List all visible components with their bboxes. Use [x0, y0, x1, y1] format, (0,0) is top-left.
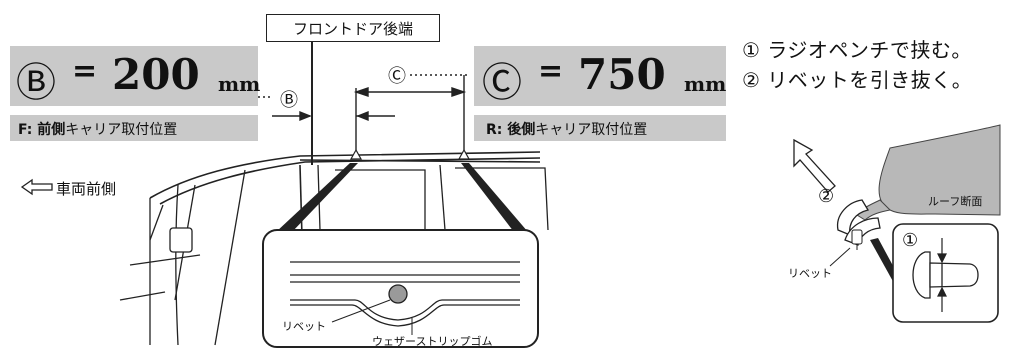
- dimension-c: [353, 74, 470, 150]
- rear-carrier-value-box: [474, 46, 726, 106]
- front-carrier-symbol: Ⓑ: [16, 60, 56, 106]
- front-carrier-value: 200: [112, 50, 200, 99]
- detail-rivet-label: リベット: [282, 320, 326, 333]
- front-carrier-caption-box: [10, 115, 258, 141]
- instruction-step-1: ① ラジオペンチで挟む。: [742, 38, 972, 62]
- front-carrier-caption: F: 前側キャリア取付位置: [18, 122, 178, 138]
- rear-carrier-equals: =: [538, 54, 564, 89]
- rear-carrier-caption-box: [474, 115, 726, 141]
- rear-carrier-symbol: Ⓒ: [482, 60, 522, 106]
- rear-carrier-caption: R: 後側キャリア取付位置: [486, 122, 648, 138]
- step-1-marker: ①: [902, 230, 919, 251]
- dimension-b-marker: Ⓑ: [280, 90, 298, 111]
- front-door-rear-edge-label: フロントドア後端: [266, 14, 440, 42]
- front-carrier-unit: mm: [218, 72, 261, 96]
- rear-mount-marker: [457, 148, 471, 160]
- front-mount-marker: [349, 148, 363, 160]
- zoom-rivet-icon: [912, 251, 979, 299]
- rivet-small-label: リベット: [788, 267, 832, 280]
- dimension-b: [258, 88, 395, 150]
- step-2-marker: ②: [818, 186, 835, 207]
- detail-rivet: [388, 284, 408, 304]
- car-roof-outline: [149, 151, 541, 205]
- detail-strip-lines: [290, 261, 520, 327]
- rivet-small-icon: [851, 229, 863, 250]
- front-carrier-value-box: [10, 46, 258, 106]
- weather-strip-label: ウェザーストリップゴム: [372, 335, 493, 348]
- rear-carrier-unit: mm: [684, 72, 727, 96]
- instruction-step-2: ② リベットを引き抜く。: [742, 68, 973, 92]
- front-direction-arrow-icon: [20, 178, 53, 196]
- roof-section: [878, 124, 1001, 216]
- rivet-leader: [331, 299, 391, 323]
- vehicle-front-label: 車両前側: [56, 180, 117, 198]
- dimension-c-marker: Ⓒ: [388, 66, 406, 87]
- rivet-label-leader: [829, 247, 851, 267]
- rear-carrier-value: 750: [578, 50, 666, 99]
- front-carrier-equals: =: [72, 54, 98, 89]
- squeeze-arrows-icon: [937, 238, 947, 312]
- side-mirror: [169, 227, 193, 253]
- roof-section-label: ルーフ断面: [928, 195, 983, 208]
- detail-leader-lines: [276, 163, 528, 232]
- pull-direction-arrow-icon: [793, 138, 836, 193]
